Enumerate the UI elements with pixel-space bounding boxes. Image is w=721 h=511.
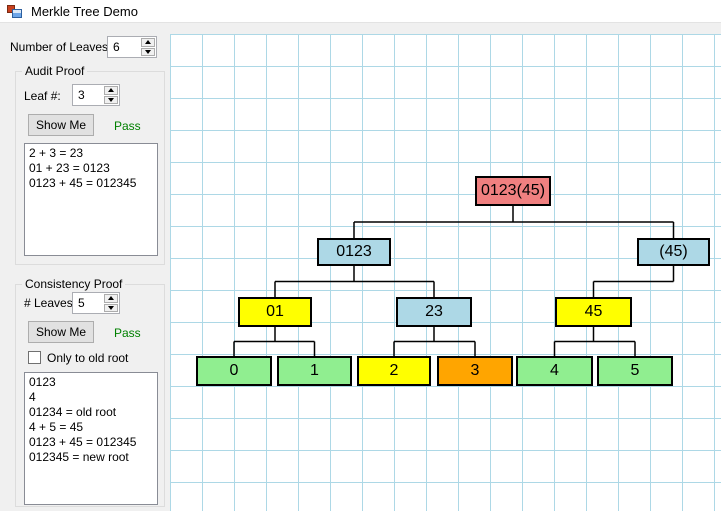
window-title: Merkle Tree Demo [31, 3, 138, 19]
leaf-number-spinner[interactable]: 3 [72, 84, 120, 106]
spinner-down-button[interactable] [141, 47, 155, 56]
spinner-up-button[interactable] [104, 294, 118, 303]
spinner-up-button[interactable] [141, 38, 155, 47]
tree-node-leaf4: 4 [516, 356, 593, 386]
tree-node-root: 0123(45) [475, 176, 551, 206]
number-of-leaves-value: 6 [113, 40, 120, 54]
down-arrow-icon [108, 305, 114, 310]
tree-node-leaf5: 5 [597, 356, 673, 386]
tree-node-leaf1: 1 [277, 356, 352, 386]
leaf-number-value: 3 [78, 88, 85, 102]
down-arrow-icon [145, 49, 151, 54]
up-arrow-icon [108, 296, 114, 301]
audit-pass-status: Pass [114, 119, 141, 133]
consistency-pass-status: Pass [114, 326, 141, 340]
title-bar[interactable]: Merkle Tree Demo [0, 0, 721, 23]
audit-proof-log[interactable]: 2 + 3 = 23 01 + 23 = 0123 0123 + 45 = 01… [24, 143, 158, 256]
app-icon [7, 3, 23, 19]
down-arrow-icon [108, 97, 114, 102]
audit-show-me-button[interactable]: Show Me [28, 114, 94, 136]
consistency-proof-group-title: Consistency Proof [22, 277, 126, 291]
spinner-down-button[interactable] [104, 95, 118, 104]
consistency-proof-group: Consistency Proof [15, 277, 165, 507]
number-of-leaves-label: Number of Leaves: [10, 40, 112, 54]
up-arrow-icon [108, 88, 114, 93]
tree-node-leaf0: 0 [196, 356, 272, 386]
number-of-leaves-spinner[interactable]: 6 [107, 36, 157, 58]
leaf-number-label: Leaf #: [24, 89, 61, 103]
spinner-down-button[interactable] [104, 303, 118, 312]
tree-node-n23: 23 [396, 297, 472, 327]
tree-node-leaf2: 2 [357, 356, 431, 386]
tree-node-n45p: (45) [637, 238, 710, 266]
tree-node-n01: 01 [238, 297, 312, 327]
consistency-show-me-button[interactable]: Show Me [28, 321, 94, 343]
tree-node-n45: 45 [555, 297, 632, 327]
spinner-up-button[interactable] [104, 86, 118, 95]
tree-node-n0123: 0123 [317, 238, 391, 266]
audit-proof-group-title: Audit Proof [22, 64, 88, 78]
consistency-proof-log[interactable]: 0123 4 01234 = old root 4 + 5 = 45 0123 … [24, 372, 158, 505]
tree-node-leaf3: 3 [437, 356, 513, 386]
consistency-leaves-spinner[interactable]: 5 [72, 292, 120, 314]
only-to-old-root-label: Only to old root [47, 351, 129, 365]
consistency-leaves-label: # Leaves: [24, 296, 77, 310]
audit-proof-group: Audit Proof [15, 64, 165, 265]
tree-connector-lines [233, 206, 675, 356]
only-to-old-root-checkbox[interactable] [28, 351, 41, 364]
up-arrow-icon [145, 40, 151, 45]
consistency-leaves-value: 5 [78, 296, 85, 310]
